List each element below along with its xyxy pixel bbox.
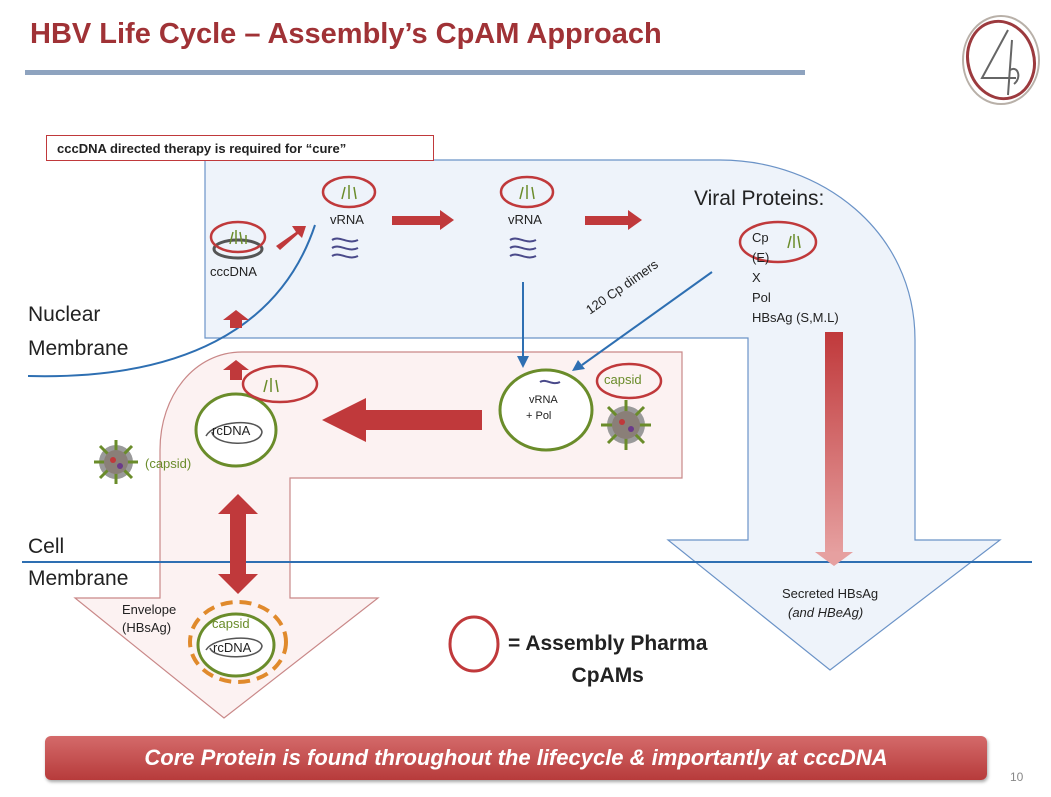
arrow-vrna-to-proteins-head <box>628 210 642 230</box>
arrow-hbsag-secreted-head <box>815 552 853 566</box>
cccdna-label: cccDNA <box>210 264 257 279</box>
core-protein-icon <box>787 234 801 249</box>
vrna-label: vRNA <box>330 212 364 227</box>
title-underline <box>25 70 805 75</box>
vrna-pol-label: vRNA <box>529 394 558 406</box>
cccdna-ring <box>212 238 264 260</box>
cpam-ring-cp <box>738 220 818 264</box>
nuclear-membrane-label: Membrane <box>28 337 129 360</box>
nuclear-membrane-line <box>27 224 316 378</box>
rcdna-label: rcDNA <box>212 423 251 438</box>
rna-strand-icon <box>539 379 561 385</box>
capsid-rcdna-bottom <box>196 612 276 678</box>
legend-line: = Assembly Pharma <box>508 632 708 655</box>
arrow-vrna-to-proteins-shaft <box>585 216 630 225</box>
arrow-vrna-to-vrna-shaft <box>392 216 442 225</box>
viral-proteins-heading: Viral Proteins: <box>694 187 825 210</box>
capsid-label: (capsid) <box>145 456 192 471</box>
capsid-label: capsid <box>604 372 642 387</box>
nuclear-membrane-label: Nuclear <box>28 303 101 326</box>
viral-protein-item: (E) <box>752 249 770 265</box>
cpam-ring-vrna-1 <box>321 175 377 209</box>
virus-particle-icon <box>601 400 651 450</box>
arrow-recycle-up-1 <box>223 360 249 380</box>
arrow-hbsag-secreted-shaft <box>825 332 843 554</box>
core-protein-icon <box>263 378 279 393</box>
envelope-label: Envelope <box>122 602 177 617</box>
arrow-vrna-to-vrna-head <box>440 210 454 230</box>
envelope-label: (HBsAg) <box>122 620 172 635</box>
viral-protein-item: X <box>752 269 761 285</box>
viral-protein-item: Cp <box>752 230 769 245</box>
envelope-hbsag <box>188 600 288 684</box>
core-protein-icon <box>519 185 535 200</box>
company-logo <box>962 15 1040 105</box>
secreted-label: (and HBeAg) <box>788 605 864 620</box>
vrna-label: vRNA <box>508 212 542 227</box>
cpam-ring-cccdna <box>209 220 267 254</box>
secreted-label: Secreted HBsAg <box>782 586 879 601</box>
page-title: HBV Life Cycle – Assembly’s CpAM Approac… <box>30 18 662 50</box>
virus-particle-icon <box>94 440 138 484</box>
core-protein-icon <box>341 185 357 200</box>
legend-text: = Assembly Pharma CpAMs <box>508 628 707 691</box>
rna-strand-icon <box>509 237 537 259</box>
vrna-pol-label: + Pol <box>526 410 552 422</box>
viral-protein-item: HBsAg (S,M.L) <box>752 309 839 325</box>
viral-protein-list: Cp (E) X Pol HBsAg (S,M.L) <box>752 228 839 327</box>
rna-strand-icon <box>331 237 359 259</box>
viral-protein-item: Pol <box>752 289 771 305</box>
cpam-ring-capsid <box>595 362 663 400</box>
cell-membrane-label: Membrane <box>28 567 129 590</box>
capsid-rcdna-top <box>194 392 278 468</box>
legend-cpam-ring <box>448 615 500 673</box>
capsid-vrna-pol <box>498 368 594 452</box>
arrow-capsid-to-rcdna-shaft <box>362 410 482 430</box>
cure-note: cccDNA directed therapy is required for … <box>46 135 434 161</box>
capsid-label: capsid <box>212 616 250 631</box>
nucleus-region <box>204 159 1002 671</box>
cpam-ring-vrna-2 <box>499 175 555 209</box>
arrow-envelope-exchange-shaft <box>230 512 246 576</box>
core-protein-icon <box>229 230 247 245</box>
cell-membrane-label: Cell <box>28 535 65 558</box>
arrow-dimers-to-capsid <box>581 271 713 366</box>
cpam-ring-recycling <box>241 364 319 404</box>
footer-banner: Core Protein is found throughout the lif… <box>45 736 987 780</box>
legend-line: CpAMs <box>571 663 644 687</box>
page-number: 10 <box>1010 770 1024 784</box>
rcdna-label: rcDNA <box>213 640 252 655</box>
arrow-capsid-to-rcdna-head <box>322 398 366 442</box>
arrow-recycle-up-2 <box>223 310 249 328</box>
arrow-cccdna-to-vrna <box>276 226 306 250</box>
